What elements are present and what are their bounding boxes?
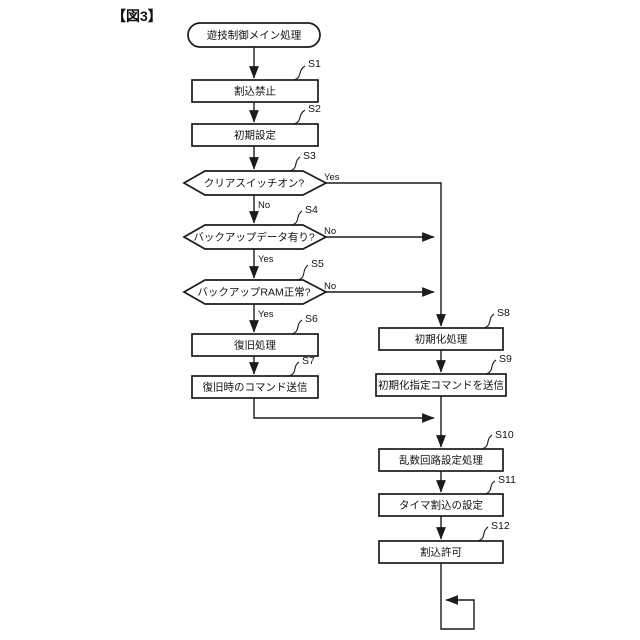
branch-label-yes: Yes — [324, 172, 340, 183]
decision-hexagon — [182, 224, 328, 250]
node-s5: バックアップRAM正常? S5 No Yes — [182, 258, 336, 320]
step-leader-line — [291, 210, 303, 226]
process-label: 初期化指定コマンドを送信 — [378, 379, 504, 392]
node-s1: 割込禁止 S1 — [191, 58, 321, 103]
step-leader-line — [485, 359, 497, 375]
step-leader-line — [481, 434, 493, 450]
step-id-label: S10 — [495, 429, 514, 441]
node-start: 遊技制御メイン処理 — [187, 22, 321, 48]
decision-label: クリアスイッチオン? — [204, 178, 304, 190]
figure-label: 【図3】 — [112, 8, 162, 24]
process-label: タイマ割込の設定 — [399, 499, 483, 512]
process-box — [378, 327, 504, 351]
process-label: 復旧処理 — [234, 339, 276, 352]
connector-s12-loop — [440, 563, 475, 630]
process-box — [191, 79, 319, 103]
process-box — [191, 375, 319, 399]
branch-label-yes: Yes — [258, 309, 274, 320]
step-id-label: S3 — [303, 150, 316, 162]
start-terminal-shape — [187, 22, 321, 48]
flow-connectors — [249, 47, 475, 630]
process-box — [378, 448, 504, 472]
flow-nodes: 遊技制御メイン処理 割込禁止 S1 初期設定 S2 クリアスイッチオン? — [182, 22, 516, 564]
step-leader-line — [293, 65, 306, 81]
node-s8: 初期化処理 S8 — [378, 307, 510, 351]
step-id-label: S7 — [302, 355, 315, 367]
step-id-label: S4 — [305, 204, 318, 216]
process-box — [378, 493, 504, 517]
process-box — [191, 123, 319, 147]
process-label: 乱数回路設定処理 — [399, 454, 483, 467]
node-s12: 割込許可 S12 — [378, 520, 510, 564]
connector-s7-join — [253, 398, 435, 423]
node-s7: 復旧時のコマンド送信 S7 — [191, 355, 319, 399]
step-leader-line — [297, 264, 309, 281]
step-leader-line — [484, 480, 496, 495]
branch-label-no: No — [324, 226, 336, 237]
process-label: 割込許可 — [420, 546, 462, 559]
decision-hexagon — [182, 279, 328, 305]
decision-label: バックアップRAM正常? — [197, 286, 310, 299]
step-id-label: S5 — [311, 258, 324, 270]
decision-label: バックアップデータ有り? — [193, 231, 314, 244]
process-label: 復旧時のコマンド送信 — [203, 381, 308, 394]
decision-hexagon — [182, 170, 328, 196]
process-label: 割込禁止 — [234, 85, 276, 98]
node-s3: クリアスイッチオン? S3 Yes No — [182, 150, 340, 211]
node-s10: 乱数回路設定処理 S10 — [378, 429, 514, 472]
step-id-label: S8 — [497, 307, 510, 319]
process-box — [191, 333, 319, 357]
node-s9: 初期化指定コマンドを送信 S9 — [375, 353, 512, 397]
step-id-label: S9 — [499, 353, 512, 365]
process-box — [375, 373, 507, 397]
process-label: 初期設定 — [234, 129, 276, 142]
step-id-label: S1 — [308, 58, 321, 70]
branch-label-no: No — [324, 281, 336, 292]
step-leader-line — [289, 156, 301, 172]
step-id-label: S12 — [491, 520, 510, 532]
process-label: 初期化処理 — [415, 333, 468, 346]
step-id-label: S2 — [308, 103, 321, 115]
process-box — [378, 540, 504, 564]
branch-label-yes: Yes — [258, 254, 274, 265]
node-s6: 復旧処理 S6 — [191, 313, 319, 357]
step-id-label: S6 — [305, 313, 318, 325]
step-id-label: S11 — [498, 474, 516, 486]
start-terminal-label: 遊技制御メイン処理 — [207, 29, 302, 42]
node-s4: バックアップデータ有り? S4 No Yes — [182, 204, 336, 265]
node-s2: 初期設定 S2 — [191, 103, 321, 147]
step-leader-line — [288, 361, 300, 377]
node-s11: タイマ割込の設定 S11 — [378, 474, 516, 517]
step-leader-line — [483, 313, 495, 329]
step-leader-line — [291, 319, 303, 335]
branch-label-no: No — [258, 200, 270, 211]
step-leader-line — [293, 109, 306, 125]
connector-s3-yes-s8 — [326, 182, 446, 327]
step-leader-line — [477, 526, 489, 542]
